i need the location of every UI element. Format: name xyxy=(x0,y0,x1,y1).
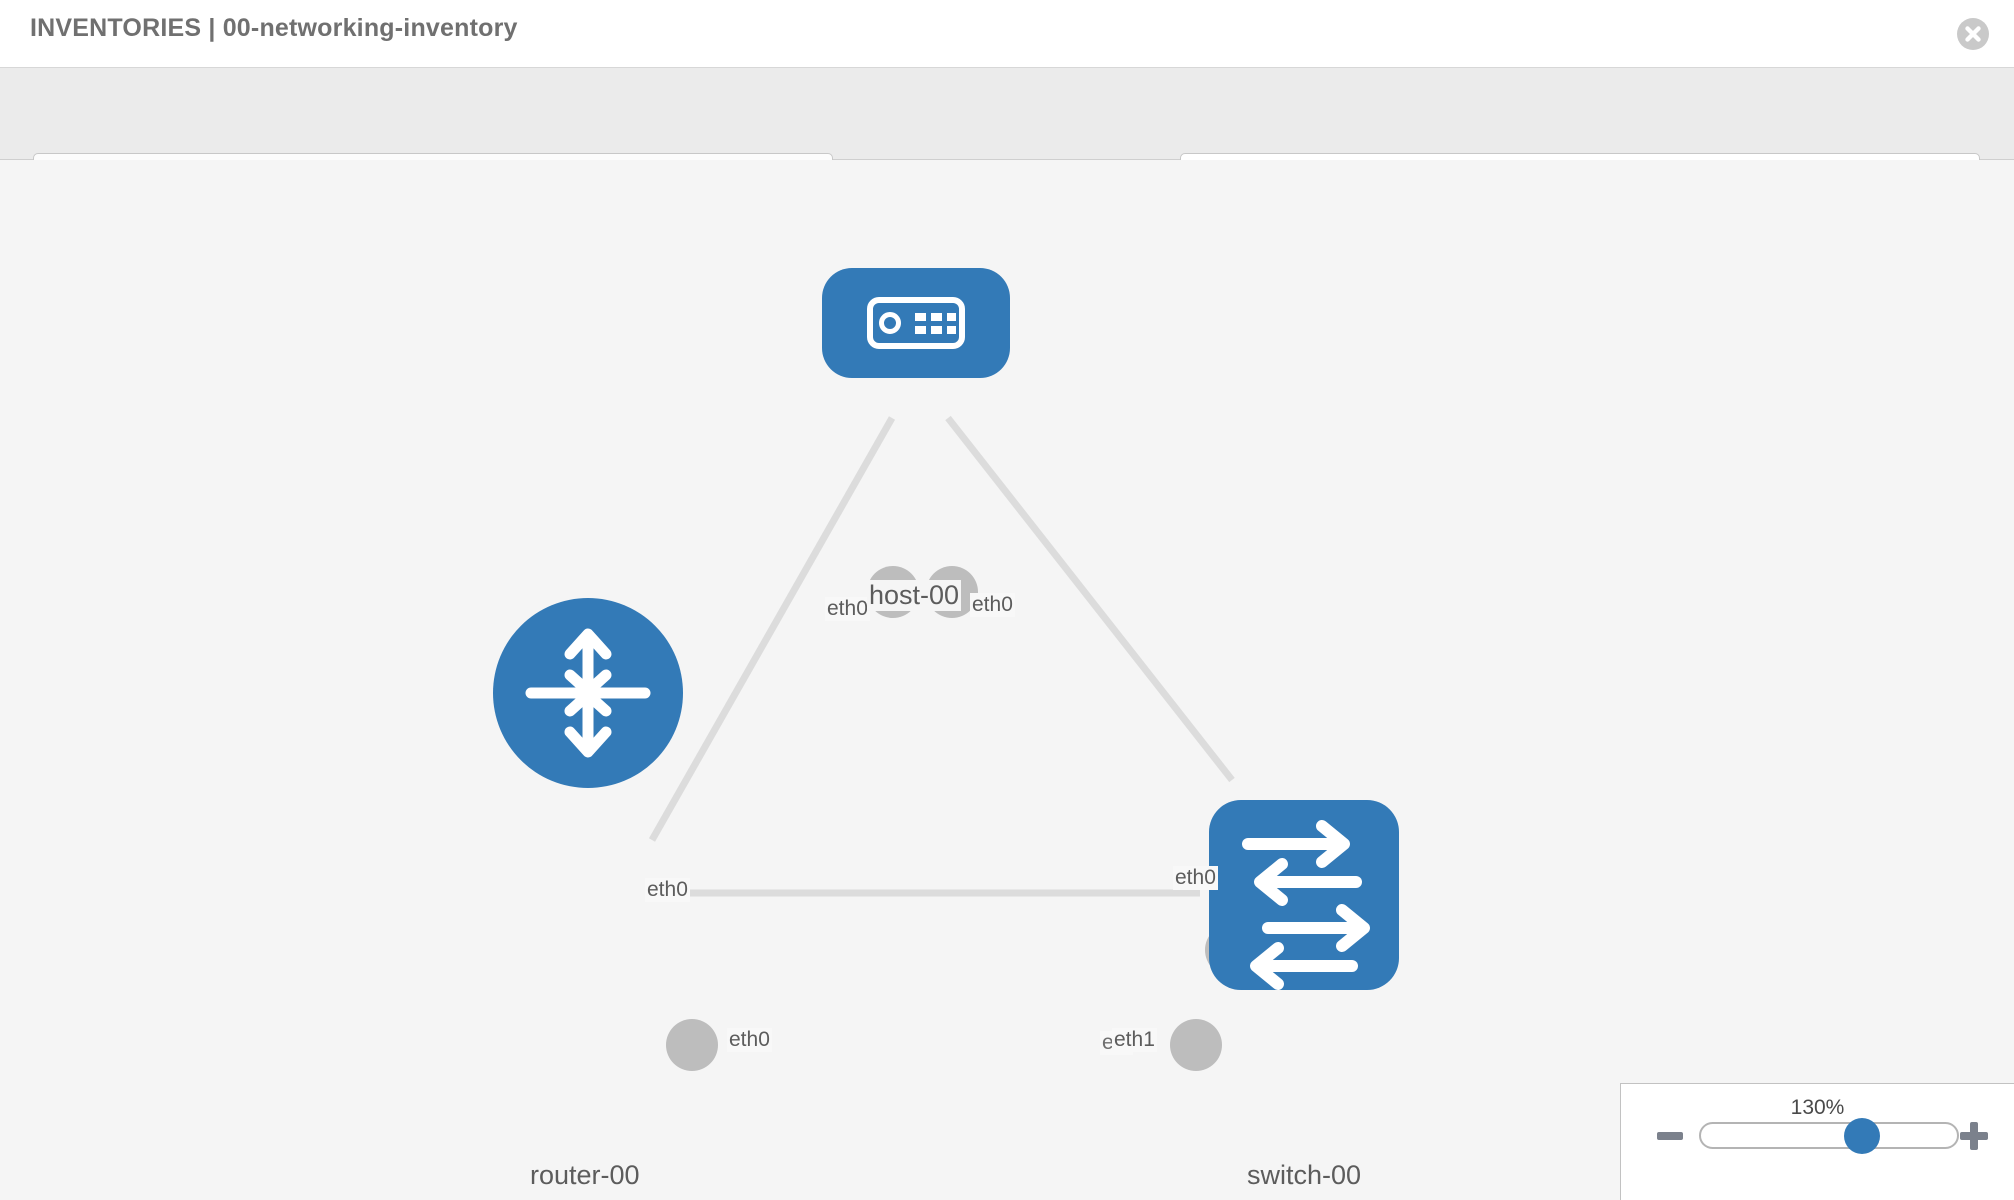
server-appliance-icon xyxy=(867,297,965,349)
bidirectional-arrows-icon xyxy=(1242,820,1370,990)
zoom-control-panel: 130% xyxy=(1620,1083,2014,1200)
node-label-host-00: host-00 xyxy=(867,580,962,611)
edge-label-switch00-eth1: eth1 xyxy=(1112,1028,1157,1052)
node-label-router-00: router-00 xyxy=(528,1160,642,1191)
graph-ports xyxy=(666,566,1257,1071)
graph-links xyxy=(648,415,1235,897)
toolbar: ACTIONS SEARCH xyxy=(0,68,2014,207)
edge-label-host00-left: eth0 xyxy=(825,597,870,621)
port-router00-eth0[interactable] xyxy=(666,1019,718,1071)
edge-label-router00-uplink: eth0 xyxy=(645,878,690,902)
node-host-00[interactable] xyxy=(822,268,1010,378)
edge-label-router00-eth0: eth0 xyxy=(727,1028,772,1052)
node-switch-00[interactable] xyxy=(1209,800,1399,990)
close-icon[interactable] xyxy=(1956,17,1990,51)
node-router-00[interactable] xyxy=(493,598,683,788)
topology-canvas[interactable]: eth0 eth0 eth0 eth0 eth0 eth eth1 host-0… xyxy=(0,160,2014,1200)
zoom-level-value: 130% xyxy=(1790,1096,1845,1119)
close-circle-icon-svg xyxy=(1957,18,1989,50)
four-arrows-inward-icon xyxy=(525,628,651,758)
link-host00-router00[interactable] xyxy=(648,416,896,842)
port-switch00-eth1[interactable] xyxy=(1170,1019,1222,1071)
node-label-switch-00: switch-00 xyxy=(1245,1160,1364,1191)
edge-label-switch00-uplink: eth0 xyxy=(1173,866,1218,890)
zoom-slider-thumb[interactable] xyxy=(1844,1118,1881,1154)
link-host00-switch00[interactable] xyxy=(945,415,1235,783)
zoom-slider[interactable] xyxy=(1699,1118,1959,1154)
edge-label-host00-right: eth0 xyxy=(970,593,1015,617)
zoom-in-button[interactable] xyxy=(1960,1122,1988,1150)
window-header: INVENTORIES | 00-networking-inventory xyxy=(0,0,2014,68)
topology-graph xyxy=(493,268,1399,1071)
page-title: INVENTORIES | 00-networking-inventory xyxy=(30,14,518,42)
zoom-out-button[interactable] xyxy=(1657,1132,1683,1140)
